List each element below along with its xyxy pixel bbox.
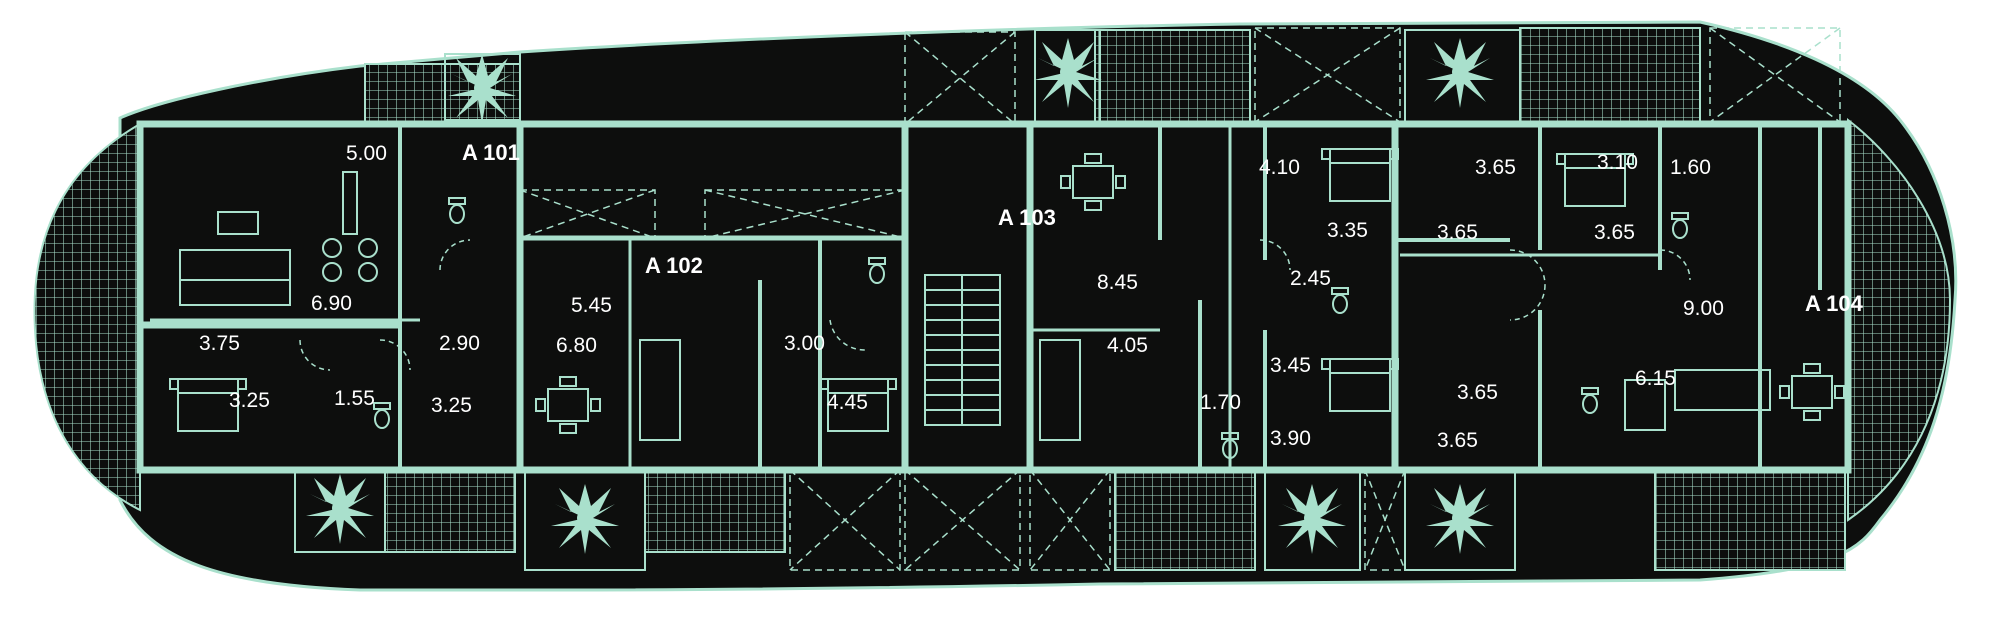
room-dimension: 8.45 — [1097, 271, 1138, 294]
room-dimension: 5.00 — [346, 142, 387, 165]
room-dimension: 3.90 — [1270, 427, 1311, 450]
room-dimension: 3.45 — [1270, 354, 1311, 377]
room-dimension: 3.65 — [1437, 429, 1478, 452]
building-outline — [118, 20, 1958, 592]
room-dimension: 3.25 — [229, 389, 270, 412]
staircase-icon — [924, 274, 1001, 426]
balcony-east — [1847, 117, 1952, 522]
room-dimension: 2.45 — [1290, 267, 1331, 290]
room-dimension: 3.00 — [784, 332, 825, 355]
room-dimension: 9.00 — [1683, 297, 1724, 320]
room-dimension: 3.65 — [1594, 221, 1635, 244]
unit-label: A 102 — [645, 253, 703, 278]
dining-table-icon — [217, 171, 378, 282]
room-dimension: 1.70 — [1200, 391, 1241, 414]
room-dimension: 3.65 — [1437, 221, 1478, 244]
balcony-strip — [1094, 29, 1251, 123]
room-dimension: 3.75 — [199, 332, 240, 355]
room-dimension: 3.35 — [1327, 219, 1368, 242]
sofa-icon — [179, 249, 1771, 441]
door-swing — [299, 239, 1691, 371]
unit-label: A 104 — [1805, 291, 1863, 316]
room-dimension: 6.90 — [311, 292, 352, 315]
unit-label: A 101 — [462, 140, 520, 165]
unit-label: A 103 — [998, 205, 1056, 230]
balcony-strip — [1114, 469, 1256, 571]
room-dimension: 3.25 — [431, 394, 472, 417]
room-dimension: 5.45 — [571, 294, 612, 317]
room-dimension: 4.10 — [1259, 156, 1300, 179]
balcony-west — [33, 122, 141, 512]
room-dimension: 3.65 — [1475, 156, 1516, 179]
room-dimension: 2.90 — [439, 332, 480, 355]
balcony-strip — [384, 469, 516, 553]
room-dimension: 3.65 — [1457, 381, 1498, 404]
room-dimension: 3.10 — [1597, 151, 1638, 174]
room-dimension: 6.15 — [1635, 367, 1676, 390]
balcony-strip — [644, 469, 786, 553]
balcony-strip — [1654, 469, 1846, 571]
room-dimension: 1.60 — [1670, 156, 1711, 179]
room-dimension: 1.55 — [334, 387, 375, 410]
room-dimension: 6.80 — [556, 334, 597, 357]
walls — [136, 120, 1852, 474]
balcony-strip — [1519, 27, 1701, 123]
room-dimension: 4.05 — [1107, 334, 1148, 357]
room-dimension: 4.45 — [827, 391, 868, 414]
